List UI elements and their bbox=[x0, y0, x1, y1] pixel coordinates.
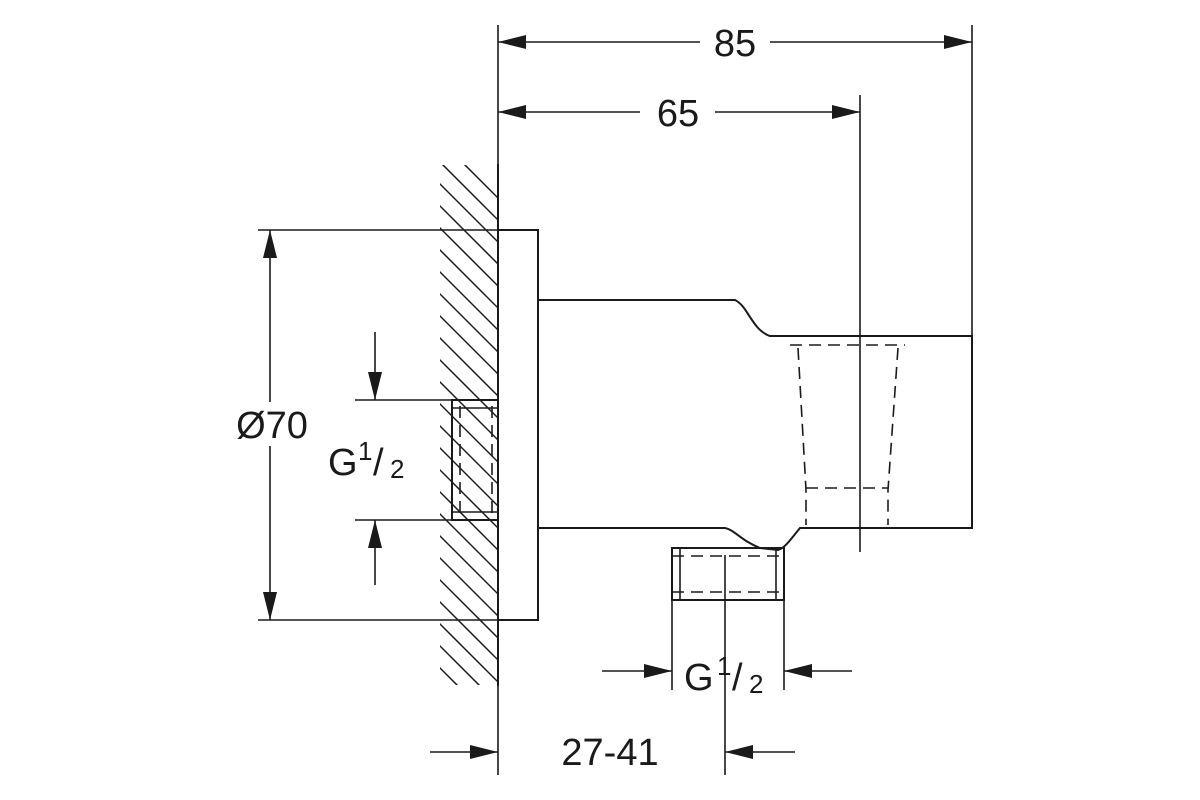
dim-27-41-arrow-right bbox=[725, 745, 753, 759]
cavity-left-line bbox=[797, 347, 807, 525]
hatch-line bbox=[440, 204, 498, 266]
hatch-line bbox=[440, 182, 498, 244]
dim-g-inlet-arrow-top bbox=[368, 372, 382, 400]
dim-g-outlet-arrow-right bbox=[784, 664, 812, 678]
elbow-body bbox=[537, 299, 973, 552]
dim-70-arrow-bottom bbox=[263, 592, 277, 620]
inlet-thread-numerator: 1 bbox=[358, 436, 372, 466]
hatch-line bbox=[440, 512, 498, 574]
inlet-thread bbox=[451, 399, 499, 521]
dim-g-inlet-arrow-bottom bbox=[368, 520, 382, 548]
outlet-thread-numerator: 1 bbox=[717, 651, 731, 681]
dim-85-arrow-left bbox=[498, 35, 526, 49]
dim-27-41-arrow-left bbox=[470, 745, 498, 759]
hatch-line bbox=[440, 534, 498, 596]
outlet-thread-denominator: 2 bbox=[749, 669, 763, 699]
hatch-line bbox=[440, 644, 481, 685]
hatch-line bbox=[440, 380, 498, 442]
hatch-line bbox=[440, 622, 498, 684]
hatch-line bbox=[440, 556, 498, 618]
outlet-thread-slash: / bbox=[732, 657, 743, 699]
hatch-line bbox=[440, 666, 459, 685]
dim-65-arrow-left bbox=[498, 105, 526, 119]
hatch-line bbox=[441, 165, 498, 222]
hatch-line bbox=[440, 468, 498, 530]
hatch-line bbox=[440, 248, 498, 310]
hatch-line bbox=[430, 680, 505, 755]
dimension-85: 85 bbox=[498, 20, 972, 65]
dim-g-outlet-arrow-left bbox=[644, 664, 672, 678]
dimension-27-41: 27-41 bbox=[430, 732, 795, 774]
hatch-line bbox=[440, 270, 498, 332]
dimension-diameter-70: Ø70 bbox=[225, 230, 325, 620]
dim-70-arrow-top bbox=[263, 230, 277, 258]
hatch-line bbox=[440, 292, 498, 354]
inlet-thread-denominator: 2 bbox=[390, 454, 404, 484]
hatch-line bbox=[440, 358, 498, 420]
dimension-inlet-thread: G 1 / 2 bbox=[328, 332, 404, 585]
hatch-line bbox=[440, 446, 498, 508]
dim-85-arrow-right bbox=[944, 35, 972, 49]
outlet-thread bbox=[671, 547, 785, 601]
dim-65-label: 65 bbox=[657, 93, 699, 135]
dimension-outlet-thread: G 1 / 2 bbox=[602, 651, 852, 699]
hatch-line bbox=[440, 314, 498, 376]
hatch-line bbox=[440, 578, 498, 640]
inlet-thread-slash: / bbox=[373, 442, 384, 484]
hatch-line bbox=[440, 402, 498, 464]
hatch-line bbox=[440, 336, 498, 398]
hatch-line bbox=[440, 600, 498, 662]
wall-flange bbox=[497, 229, 539, 621]
dim-65-arrow-right bbox=[832, 105, 860, 119]
dim-27-41-label: 27-41 bbox=[561, 732, 658, 774]
hatch-line bbox=[430, 702, 505, 777]
wall bbox=[430, 164, 505, 777]
cavity-right-line bbox=[887, 347, 899, 525]
hatch-line bbox=[440, 424, 498, 486]
holder-cavity bbox=[790, 344, 905, 525]
inlet-nipple-outline bbox=[451, 399, 499, 521]
wall-hatching bbox=[430, 165, 505, 777]
outlet-thread-label: G bbox=[684, 657, 714, 699]
dimension-65: 65 bbox=[498, 90, 860, 135]
extension-lines bbox=[258, 25, 973, 775]
inlet-thread-label: G bbox=[328, 442, 358, 484]
dim-70-label: Ø70 bbox=[236, 405, 308, 447]
hatch-line bbox=[463, 165, 498, 200]
dim-85-label: 85 bbox=[714, 23, 756, 65]
